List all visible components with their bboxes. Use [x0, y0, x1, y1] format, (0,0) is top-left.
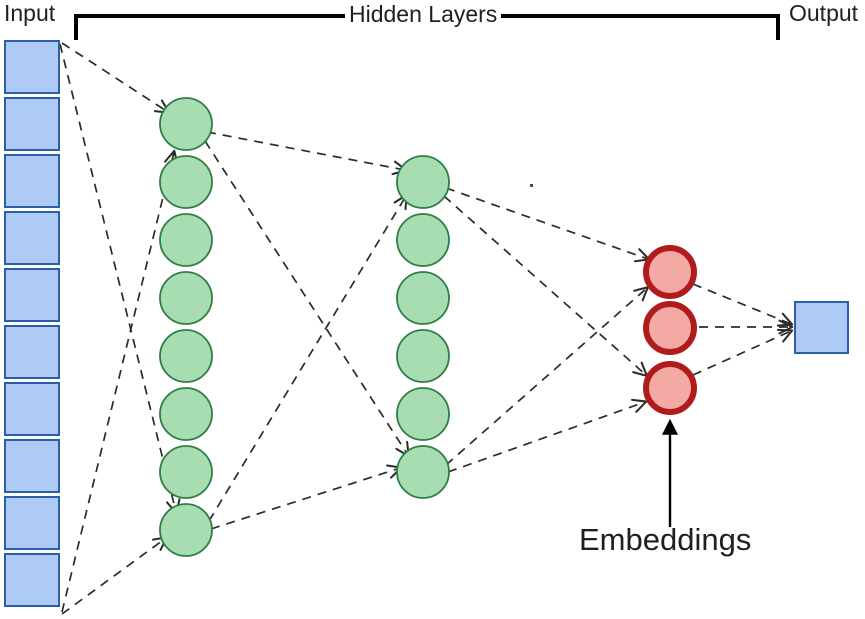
connection-edges [59, 42, 794, 615]
edge-input-top-to-h1-bottom [59, 43, 181, 515]
input-node[interactable] [4, 553, 60, 607]
hidden-node[interactable] [159, 271, 213, 325]
edge-h2-top-to-embed-bottom [443, 195, 648, 377]
edge-h2-top-to-embed-top [445, 187, 651, 263]
input-node[interactable] [4, 40, 60, 94]
stray-mark [530, 184, 533, 187]
edge-h2-bottom-to-embed-bottom [447, 398, 648, 473]
hidden-node[interactable] [396, 271, 450, 325]
hidden-node[interactable] [159, 97, 213, 151]
input-node[interactable] [4, 97, 60, 151]
edge-h1-bottom-to-h2-top [208, 193, 408, 522]
input-label: Input [4, 0, 56, 26]
edge-input-bot-to-h1-bottom [61, 536, 169, 615]
input-node[interactable] [4, 268, 60, 322]
embedding-node[interactable] [643, 361, 697, 415]
hidden-node[interactable] [159, 387, 213, 441]
hidden-layer-2 [396, 155, 450, 499]
embeddings-label: Embeddings [579, 522, 752, 557]
input-node[interactable] [4, 382, 60, 436]
hidden-node[interactable] [396, 387, 450, 441]
input-node[interactable] [4, 154, 60, 208]
edge-h1-top-to-h2-bottom [204, 140, 410, 458]
hidden-node[interactable] [396, 155, 450, 209]
edge-embed-top-to-output [692, 283, 794, 327]
input-node[interactable] [4, 211, 60, 265]
output-layer [794, 301, 849, 354]
hidden-node[interactable] [159, 445, 213, 499]
output-label: Output [789, 0, 859, 26]
edge-input-bot-to-h1-top [61, 149, 179, 613]
embedding-node[interactable] [643, 245, 697, 299]
hidden-layers-label: Hidden Layers [345, 3, 502, 26]
input-node[interactable] [4, 439, 60, 493]
edge-h1-top-to-h2-top [206, 131, 408, 176]
hidden-node[interactable] [159, 155, 213, 209]
hidden-node[interactable] [396, 445, 450, 499]
input-layer [4, 40, 60, 607]
input-node[interactable] [4, 325, 60, 379]
input-node[interactable] [4, 496, 60, 550]
edge-embed-bot-to-output [692, 328, 794, 376]
edge-h2-bottom-to-embed-top [445, 286, 649, 466]
hidden-node[interactable] [159, 503, 213, 557]
hidden-node[interactable] [159, 213, 213, 267]
output-node[interactable] [794, 301, 849, 354]
hidden-layer-1 [159, 97, 213, 557]
embedding-node[interactable] [643, 301, 697, 355]
hidden-node[interactable] [396, 329, 450, 383]
edge-input-top-to-h1-top [61, 42, 171, 114]
edge-h1-bottom-to-h2-bottom [210, 464, 403, 530]
hidden-node[interactable] [159, 329, 213, 383]
hidden-node[interactable] [396, 213, 450, 267]
embedding-layer [643, 245, 697, 415]
